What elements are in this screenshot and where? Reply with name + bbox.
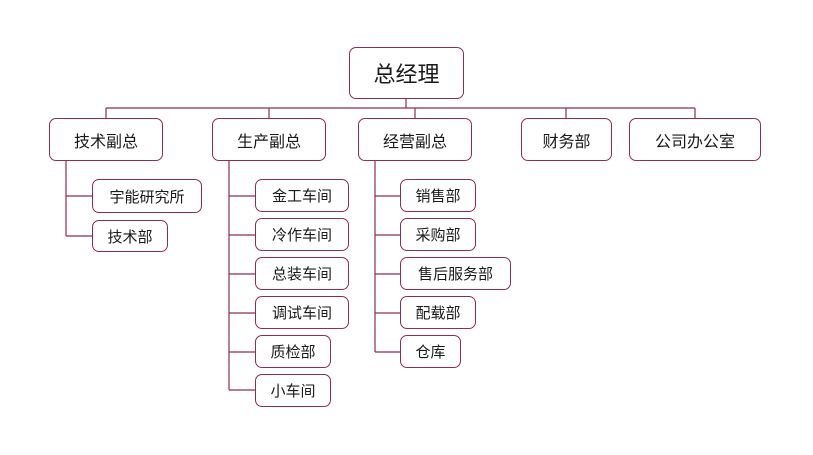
node-warehouse: 仓库: [400, 335, 461, 368]
node-debugging-workshop: 调试车间: [255, 296, 349, 329]
node-yuneng-institute: 宇能研究所: [92, 179, 202, 213]
node-coldwork-workshop: 冷作车间: [255, 218, 349, 251]
node-small-workshop: 小车间: [255, 374, 331, 407]
node-tech-dept: 技术部: [92, 220, 168, 252]
node-after-sales-dept: 售后服务部: [400, 257, 511, 290]
node-vp-technology: 技术副总: [49, 118, 163, 161]
node-vp-production: 生产副总: [212, 118, 326, 161]
node-vp-operations: 经营副总: [358, 118, 472, 161]
node-metalwork-workshop: 金工车间: [255, 179, 349, 212]
node-general-manager: 总经理: [349, 47, 464, 99]
node-sales-dept: 销售部: [400, 179, 476, 212]
node-company-office: 公司办公室: [629, 118, 761, 161]
node-finance-dept: 财务部: [521, 118, 612, 161]
node-stowage-dept: 配载部: [400, 296, 476, 329]
node-procurement-dept: 采购部: [400, 218, 476, 251]
node-assembly-workshop: 总装车间: [255, 257, 349, 290]
node-quality-dept: 质检部: [255, 335, 331, 368]
